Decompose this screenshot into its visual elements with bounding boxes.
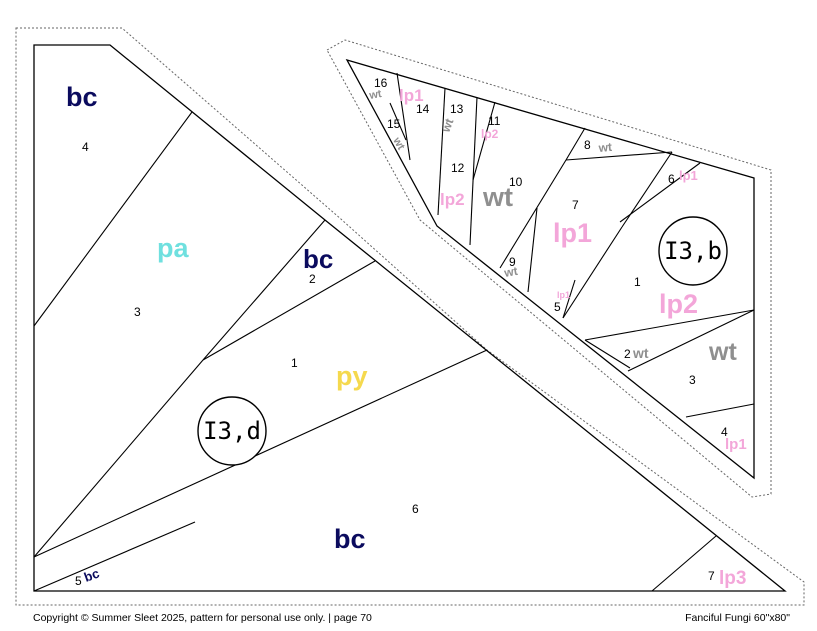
fabric-label-bc: bc bbox=[303, 244, 333, 274]
right-number: 8 bbox=[584, 138, 591, 152]
pattern-title-footer: Fanciful Fungi 60"x80" bbox=[685, 612, 790, 624]
right-number: 11 bbox=[488, 114, 501, 128]
right-piece-seams bbox=[389, 72, 755, 418]
right-number: 4 bbox=[721, 425, 728, 439]
left-circle-label: I3,d bbox=[203, 417, 261, 445]
fabric-label-bc: bc bbox=[334, 524, 366, 554]
left-number: 5 bbox=[75, 574, 82, 588]
right-number: 12 bbox=[451, 161, 465, 175]
fabric-label-wt: wt bbox=[367, 88, 382, 102]
right-number: 5 bbox=[554, 300, 561, 314]
left-number: 3 bbox=[134, 305, 141, 319]
fabric-label-lp1: lp1 bbox=[679, 168, 698, 183]
fabric-label-lp1: lp1 bbox=[557, 290, 570, 300]
right-piece-fabrics: wt lp1 wt wt lp2 lp2 wt wt wt lp1 lp1 lp… bbox=[367, 86, 746, 453]
right-number: 9 bbox=[509, 255, 516, 269]
copyright-footer: Copyright © Summer Sleet 2025, pattern f… bbox=[33, 612, 372, 624]
right-number: 15 bbox=[387, 117, 401, 131]
fabric-label-bc: bc bbox=[82, 566, 101, 585]
fabric-label-wt: wt bbox=[502, 264, 519, 280]
right-number: 1 bbox=[634, 275, 641, 289]
right-seam-allowance bbox=[326, 39, 772, 498]
right-circle-label: I3,b bbox=[664, 237, 722, 265]
right-piece-numbers: 16 14 15 13 11 12 10 9 8 7 6 5 1 2 3 4 bbox=[374, 76, 728, 439]
left-piece-seams bbox=[33, 111, 717, 592]
right-number: 13 bbox=[450, 102, 464, 116]
right-number: 7 bbox=[572, 198, 579, 212]
right-circle-marker bbox=[658, 216, 728, 286]
fabric-label-py: py bbox=[336, 361, 368, 391]
fabric-label-lp2: lp2 bbox=[440, 190, 465, 209]
fabric-label-wt: wt bbox=[597, 140, 613, 155]
fabric-label-pa: pa bbox=[157, 233, 189, 263]
left-piece-numbers: 4 3 2 1 6 5 7 bbox=[75, 140, 715, 588]
fabric-label-wt: wt bbox=[438, 117, 456, 135]
fabric-label-wt: wt bbox=[482, 182, 513, 212]
fabric-label-wt: wt bbox=[708, 338, 737, 366]
left-circle-marker bbox=[197, 396, 267, 466]
fabric-label-lp3: lp3 bbox=[719, 568, 746, 589]
left-seam-allowance bbox=[15, 27, 805, 606]
left-number: 1 bbox=[291, 356, 298, 370]
fabric-label-lp1: lp1 bbox=[399, 86, 424, 105]
right-number: 10 bbox=[509, 175, 523, 189]
right-number: 16 bbox=[374, 76, 388, 90]
fabric-label-lp2: lp2 bbox=[659, 289, 698, 319]
left-number: 7 bbox=[708, 569, 715, 583]
fabric-label-wt: wt bbox=[632, 345, 649, 361]
right-number: 2 bbox=[624, 347, 631, 361]
left-number: 2 bbox=[309, 272, 316, 286]
fabric-label-lp1: lp1 bbox=[725, 436, 747, 453]
fabric-label-bc: bc bbox=[66, 82, 98, 112]
left-number: 4 bbox=[82, 140, 89, 154]
right-number: 3 bbox=[689, 373, 696, 387]
fabric-label-lp1: lp1 bbox=[553, 218, 592, 248]
right-number: 14 bbox=[416, 102, 430, 116]
left-number: 6 bbox=[412, 502, 419, 516]
fabric-label-lp2: lp2 bbox=[481, 127, 499, 141]
left-piece-fabrics: bc pa bc py bc bc lp3 bbox=[66, 82, 746, 589]
right-piece-outline bbox=[345, 58, 755, 480]
right-number: 6 bbox=[668, 172, 675, 186]
fabric-label-wt: wt bbox=[390, 135, 407, 153]
